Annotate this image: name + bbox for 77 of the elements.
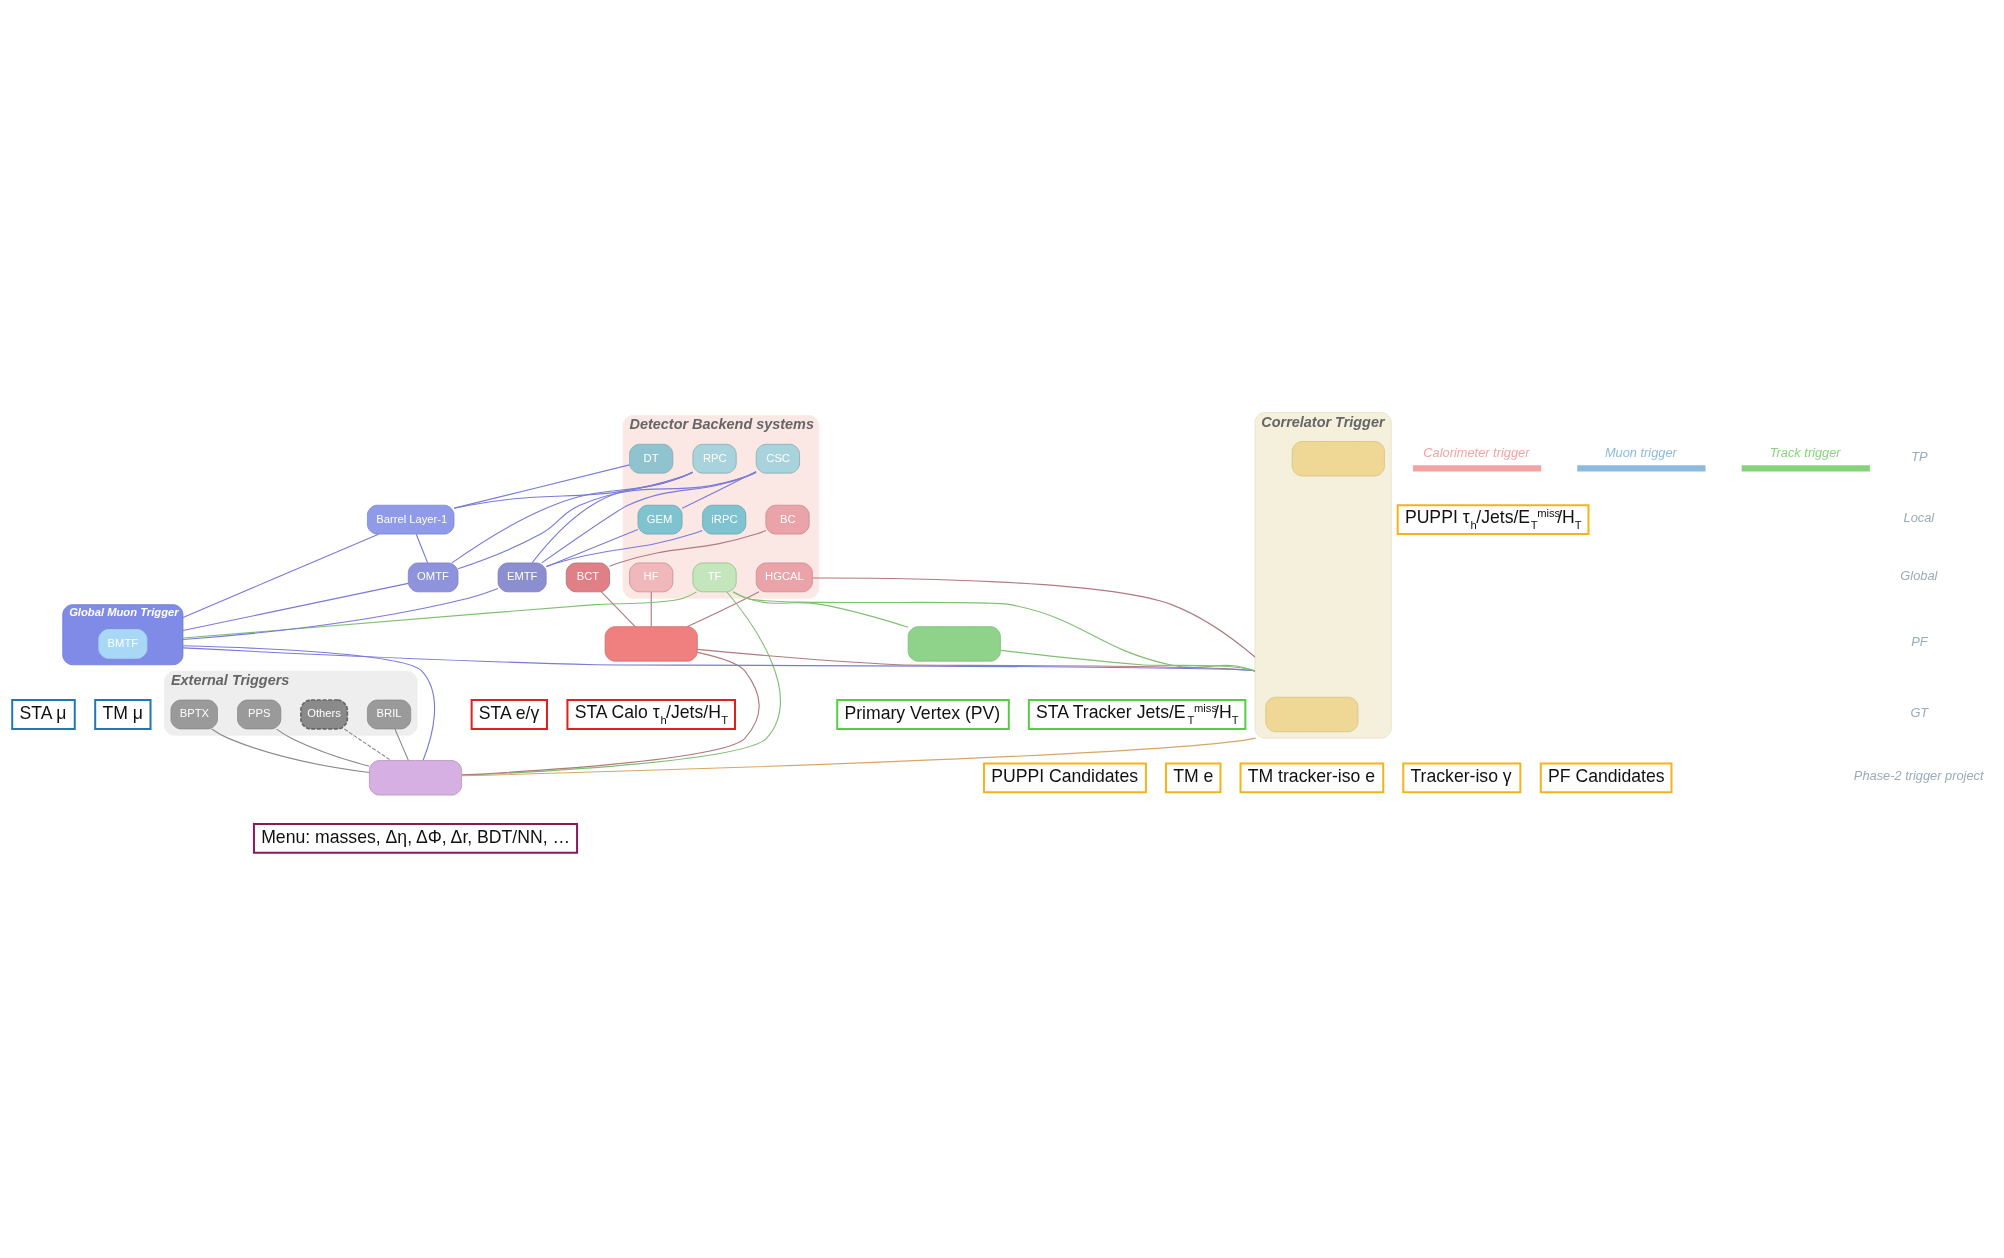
connector: [732, 590, 1256, 671]
node-box: BMTF: [98, 628, 148, 659]
connector: [812, 576, 1256, 658]
connector: [394, 727, 409, 761]
connector: [686, 590, 760, 627]
legend-label: Track trigger: [1769, 444, 1841, 460]
connector: [457, 471, 757, 569]
node-box: iRPC: [702, 504, 747, 534]
node-box: PUPPI Candidates: [982, 761, 1147, 793]
node-box: STA μ: [11, 698, 76, 730]
connector: [650, 590, 652, 627]
label: GT: [1910, 704, 1929, 720]
connector: [696, 648, 1256, 671]
label: TP: [1911, 448, 1928, 464]
connector: [182, 590, 698, 639]
cluster: Correlator Trigger: [1254, 411, 1392, 739]
node-box: PF Candidates: [1539, 761, 1673, 793]
node-box: [369, 759, 462, 795]
connector: [182, 644, 436, 761]
connector: [461, 651, 760, 775]
node-box: HGCAL: [755, 562, 813, 592]
connector: [415, 533, 429, 563]
node-box: RPC: [692, 443, 737, 474]
node-box: TM e: [1164, 761, 1222, 793]
connector: [681, 470, 757, 509]
label: PF: [1911, 633, 1928, 649]
connector: [451, 471, 694, 563]
node-box: GEM: [637, 504, 683, 534]
legend-label: Muon trigger: [1604, 444, 1677, 460]
node-box: TM μ: [94, 698, 152, 730]
connector: [545, 528, 639, 567]
node-box: PUPPI τ$_{h}$/Jets/E$_{T}$$^{miss}$/H$_{T}$: [1396, 503, 1590, 535]
connector: [545, 529, 703, 567]
node-box: [907, 625, 1001, 662]
node-box: BCT: [565, 562, 610, 592]
node-box: CSC: [755, 443, 800, 474]
connector: [461, 590, 781, 776]
node-box: BC: [765, 504, 810, 534]
connector: [275, 728, 370, 767]
connector: [211, 727, 370, 773]
connector: [1000, 649, 1256, 671]
node-box: Menu: masses, Δη, ΔΦ, Δr, BDT/NN, …: [252, 822, 579, 854]
node-box: Primary Vertex (PV): [836, 698, 1010, 730]
legend-label: Calorimeter trigger: [1423, 444, 1530, 460]
connector: [343, 728, 392, 761]
label: Local: [1903, 509, 1935, 525]
node-box: EMTF: [497, 562, 547, 592]
connector: [461, 737, 1257, 776]
connector: [732, 590, 909, 628]
connector: [453, 463, 630, 509]
node-box: BPTX: [170, 699, 218, 729]
node-box: STA Calo τ$_{h}$/Jets/H$_{T}$: [566, 698, 736, 730]
node-box: TM tracker-iso e: [1239, 761, 1385, 793]
connector: [531, 470, 694, 563]
connector: [182, 582, 409, 631]
connector: [541, 471, 757, 563]
label: Phase-2 trigger project: [1853, 767, 1984, 783]
node-box: DT: [629, 443, 674, 474]
node-box: [1265, 696, 1359, 732]
connector: [182, 646, 1256, 672]
connector: [182, 587, 499, 640]
node-box: STA e/γ: [470, 698, 548, 730]
node-box: [1291, 440, 1385, 476]
node-box: PPS: [237, 699, 282, 729]
connector: [600, 590, 636, 627]
node-box: Barrel Layer-1: [367, 504, 455, 534]
node-box: [604, 625, 698, 662]
connector: [182, 533, 380, 618]
connector: [609, 529, 767, 567]
node-box: Tracker-iso γ: [1402, 761, 1522, 793]
node-box: HF: [629, 562, 674, 592]
node-box: OMTF: [407, 562, 459, 592]
label: Global: [1900, 567, 1938, 583]
node-box: Others: [300, 698, 349, 730]
node-box: BRIL: [367, 699, 412, 729]
node-box: TF: [692, 562, 737, 592]
node-box: STA Tracker Jets/E$_{T}$$^{miss}$/H$_{T}$: [1027, 698, 1247, 730]
